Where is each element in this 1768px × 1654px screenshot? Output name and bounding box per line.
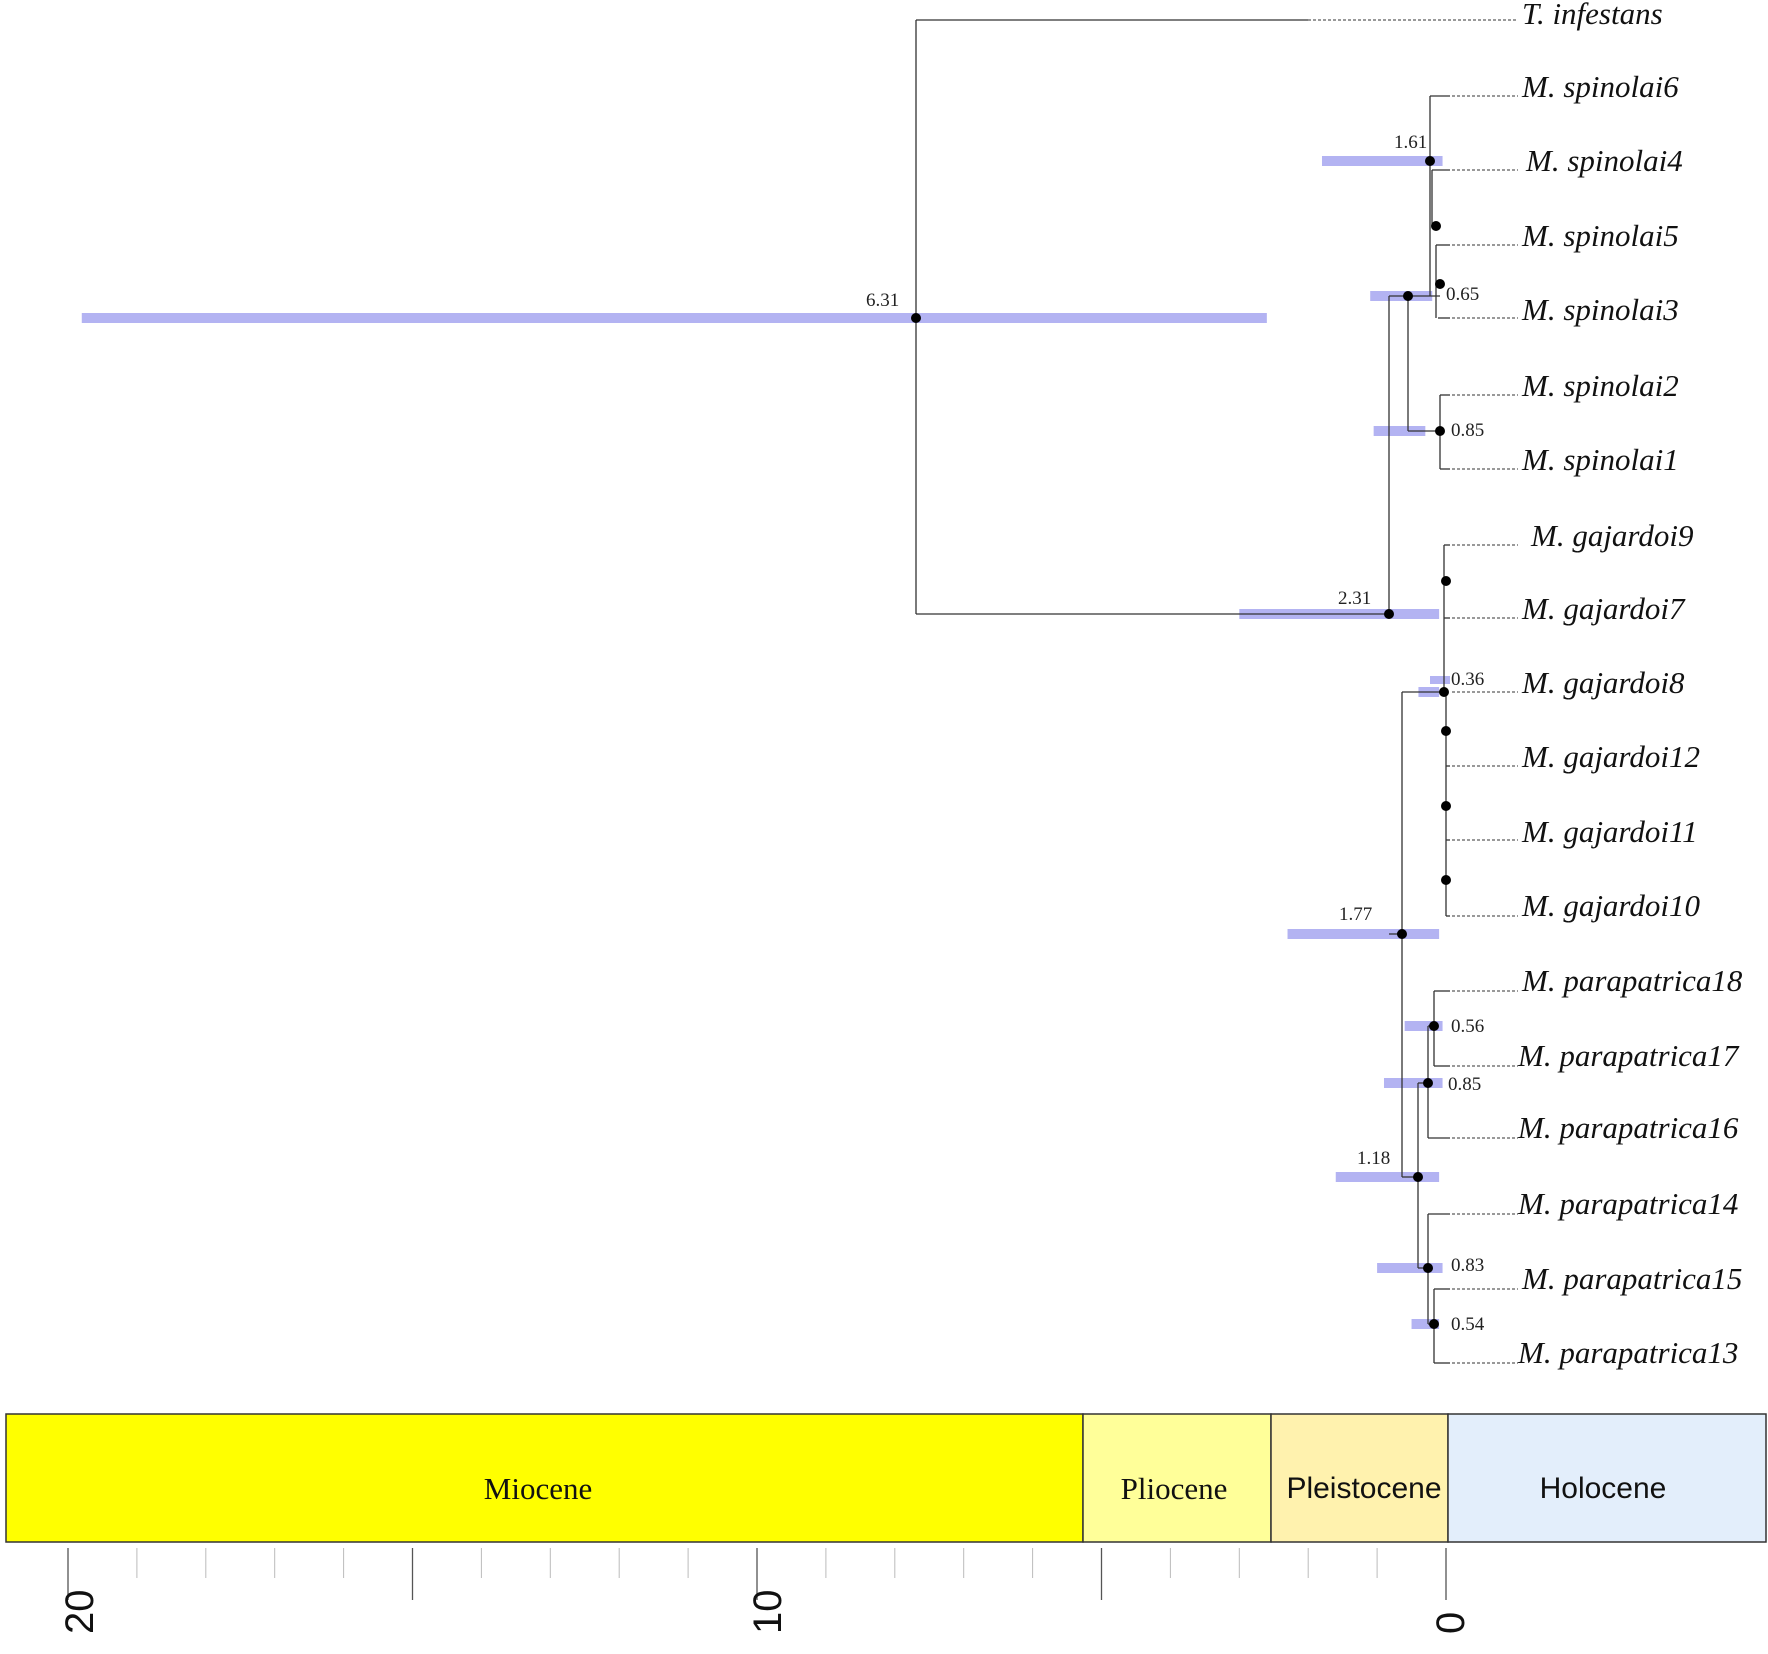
- tip-label: M. spinolai3: [1521, 292, 1679, 327]
- tree-node-dot: [1423, 1263, 1433, 1273]
- node-age-label: 1.18: [1357, 1148, 1390, 1169]
- hpd-bar: [1430, 676, 1450, 684]
- time-axis: [67, 1548, 1447, 1600]
- node-age-label: 0.36: [1451, 669, 1484, 690]
- tip-label: M. spinolai6: [1521, 69, 1679, 104]
- tip-label: M. gajardoi7: [1521, 591, 1686, 626]
- tree-node-dot: [1413, 1172, 1423, 1182]
- tree-nodes: [911, 156, 1451, 1329]
- tree-node-dot: [1425, 156, 1435, 166]
- tree-node-dot: [1403, 291, 1413, 301]
- tree-node-dot: [1397, 929, 1407, 939]
- node-age-label: 1.61: [1394, 132, 1427, 153]
- node-age-label: 0.83: [1451, 1255, 1484, 1276]
- epoch-label-miocene: Miocene: [484, 1471, 592, 1506]
- hpd-bar: [81, 313, 1267, 323]
- epoch-label-holocene: Holocene: [1540, 1472, 1667, 1505]
- node-age-label: 6.31: [866, 290, 899, 311]
- tree-node-dot: [1441, 801, 1451, 811]
- tip-label: M. gajardoi9: [1530, 518, 1693, 553]
- tree-node-dot: [1441, 875, 1451, 885]
- axis-tick-label-0: 0: [1429, 1612, 1473, 1634]
- node-age-label: 0.85: [1451, 420, 1484, 441]
- epoch-holocene: [1447, 1413, 1767, 1543]
- node-age-label: 1.77: [1339, 904, 1372, 925]
- tip-label: M. parapatrica18: [1521, 963, 1743, 998]
- tip-label: M. spinolai5: [1521, 218, 1679, 253]
- epoch-label-pliocene: Pliocene: [1121, 1471, 1228, 1506]
- tip-labels: T. infestans M. spinolai6 M. spinolai4 M…: [1517, 0, 1743, 1370]
- tip-label-t-infestans: T. infestans: [1522, 0, 1663, 31]
- tree-node-dot: [1384, 609, 1394, 619]
- epoch-pliocene: [1082, 1413, 1272, 1543]
- tip-label: M. gajardoi11: [1521, 814, 1698, 849]
- tree-node-dot: [1439, 687, 1449, 697]
- epoch-pleistocene: [1270, 1413, 1449, 1543]
- hpd-bars: [81, 156, 1450, 1329]
- hpd-bar: [1383, 1078, 1443, 1088]
- node-age-label: 0.56: [1451, 1016, 1484, 1037]
- tree-node-dot: [1429, 1021, 1439, 1031]
- hpd-bar: [1377, 1263, 1443, 1273]
- tree-node-dot: [1441, 726, 1451, 736]
- tree-node-dot: [1435, 426, 1445, 436]
- tip-label: M. gajardoi10: [1521, 888, 1700, 923]
- node-age-label: 2.31: [1338, 588, 1371, 609]
- tree-node-dot: [1435, 279, 1445, 289]
- hpd-bar: [1404, 1021, 1443, 1031]
- tip-label: M. spinolai2: [1521, 368, 1679, 403]
- hpd-bar: [1373, 426, 1426, 436]
- tree-node-dot: [1441, 576, 1451, 586]
- node-age-label: 0.85: [1448, 1074, 1481, 1095]
- tip-label: M. parapatrica17: [1517, 1038, 1740, 1073]
- axis-tick-label-10: 10: [746, 1590, 790, 1635]
- tip-label: M. spinolai4: [1525, 143, 1683, 178]
- tree-node-dot: [1423, 1078, 1433, 1088]
- tip-label: M. parapatrica14: [1517, 1186, 1738, 1221]
- tree-node-dot: [911, 313, 921, 323]
- tip-label: M. parapatrica15: [1521, 1261, 1742, 1296]
- node-age-labels: 6.31 2.31 1.77 1.61 1.18 0.85 0.85 0.83 …: [866, 132, 1485, 1335]
- hpd-bar: [1321, 156, 1443, 166]
- tree-branches: [915, 19, 1518, 1364]
- tip-label: M. parapatrica13: [1517, 1335, 1738, 1370]
- tree-node-dot: [1429, 1319, 1439, 1329]
- hpd-bar: [1287, 929, 1440, 939]
- node-age-label: 0.54: [1451, 1314, 1485, 1335]
- tree-node-dot: [1431, 221, 1441, 231]
- axis-tick-labels: 20 10 0: [58, 1590, 1473, 1635]
- tip-label: M. gajardoi8: [1521, 665, 1685, 700]
- tip-label: M. parapatrica16: [1517, 1110, 1739, 1145]
- geologic-timescale: Miocene Pliocene Pleistocene Holocene: [5, 1413, 1767, 1543]
- tip-label: M. gajardoi12: [1521, 739, 1700, 774]
- epoch-label-pleistocene: Pleistocene: [1286, 1472, 1441, 1505]
- node-age-label: 0.65: [1446, 284, 1479, 305]
- hpd-bar: [1335, 1172, 1440, 1182]
- axis-tick-label-20: 20: [58, 1590, 102, 1635]
- epoch-miocene: [5, 1413, 1084, 1543]
- hpd-bar: [1411, 1319, 1440, 1329]
- tip-label: M. spinolai1: [1521, 442, 1679, 477]
